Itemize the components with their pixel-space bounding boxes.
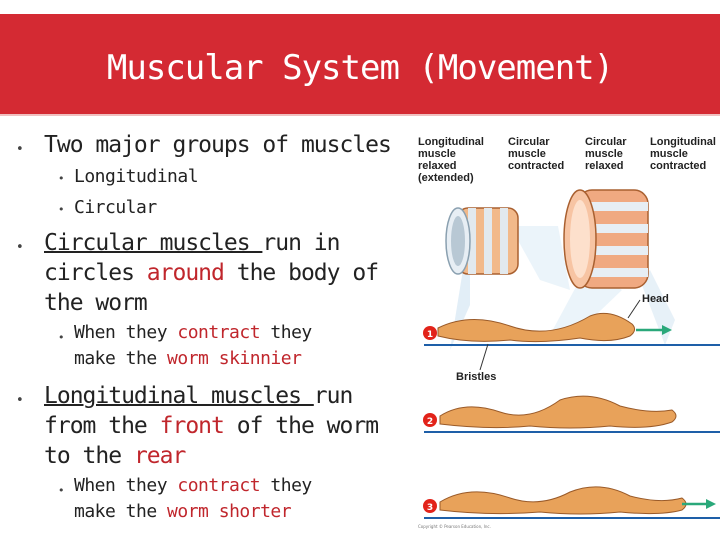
bullet-dot: • <box>16 142 24 157</box>
sub-bullet-shorter: When they contract they make the worm sh… <box>74 475 312 522</box>
label-head: Head <box>642 293 669 305</box>
sub-bullet-dot: • <box>58 331 65 344</box>
sub-bullet-longitudinal: Longitudinal <box>74 166 199 187</box>
slide-title: Muscular System (Movement) <box>106 48 614 88</box>
sub-bullet-dot: • <box>58 203 65 216</box>
bullet-dot: • <box>16 240 24 255</box>
title-bar: Muscular System (Movement) <box>0 14 720 116</box>
bullet-dot: • <box>16 393 24 408</box>
worm-stage-1: 1 <box>423 312 720 346</box>
bullet-circular-muscles: Circular muscles run in circles around t… <box>44 230 379 316</box>
sub-bullet-dot: • <box>58 484 65 497</box>
sub-bullet-circular: Circular <box>74 197 157 218</box>
diagram-svg: Head 1 Bristles 2 3 Copy <box>418 189 720 529</box>
worm-stage-2: 2 <box>423 395 720 433</box>
step-1: 1 <box>427 330 433 340</box>
term-circular-muscles: Circular muscles <box>44 230 263 256</box>
term-longitudinal-muscles: Longitudinal muscles <box>44 383 314 409</box>
sub-bullet-dot: • <box>58 172 65 185</box>
step-2: 2 <box>427 417 433 427</box>
segment-longitudinal-contracted <box>550 189 675 345</box>
sub-bullet-skinnier: When they contract they make the worm sk… <box>74 322 312 369</box>
segment-circular-contracted <box>445 207 570 350</box>
step-3: 3 <box>427 503 433 513</box>
bullet-longitudinal-muscles: Longitudinal muscles run from the front … <box>44 383 379 469</box>
label-bristles: Bristles <box>456 371 496 383</box>
bullet-two-groups: Two major groups of muscles <box>44 132 392 158</box>
copyright: Copyright © Pearson Education, Inc. <box>418 524 491 529</box>
worm-stage-3: 3 <box>423 486 720 519</box>
